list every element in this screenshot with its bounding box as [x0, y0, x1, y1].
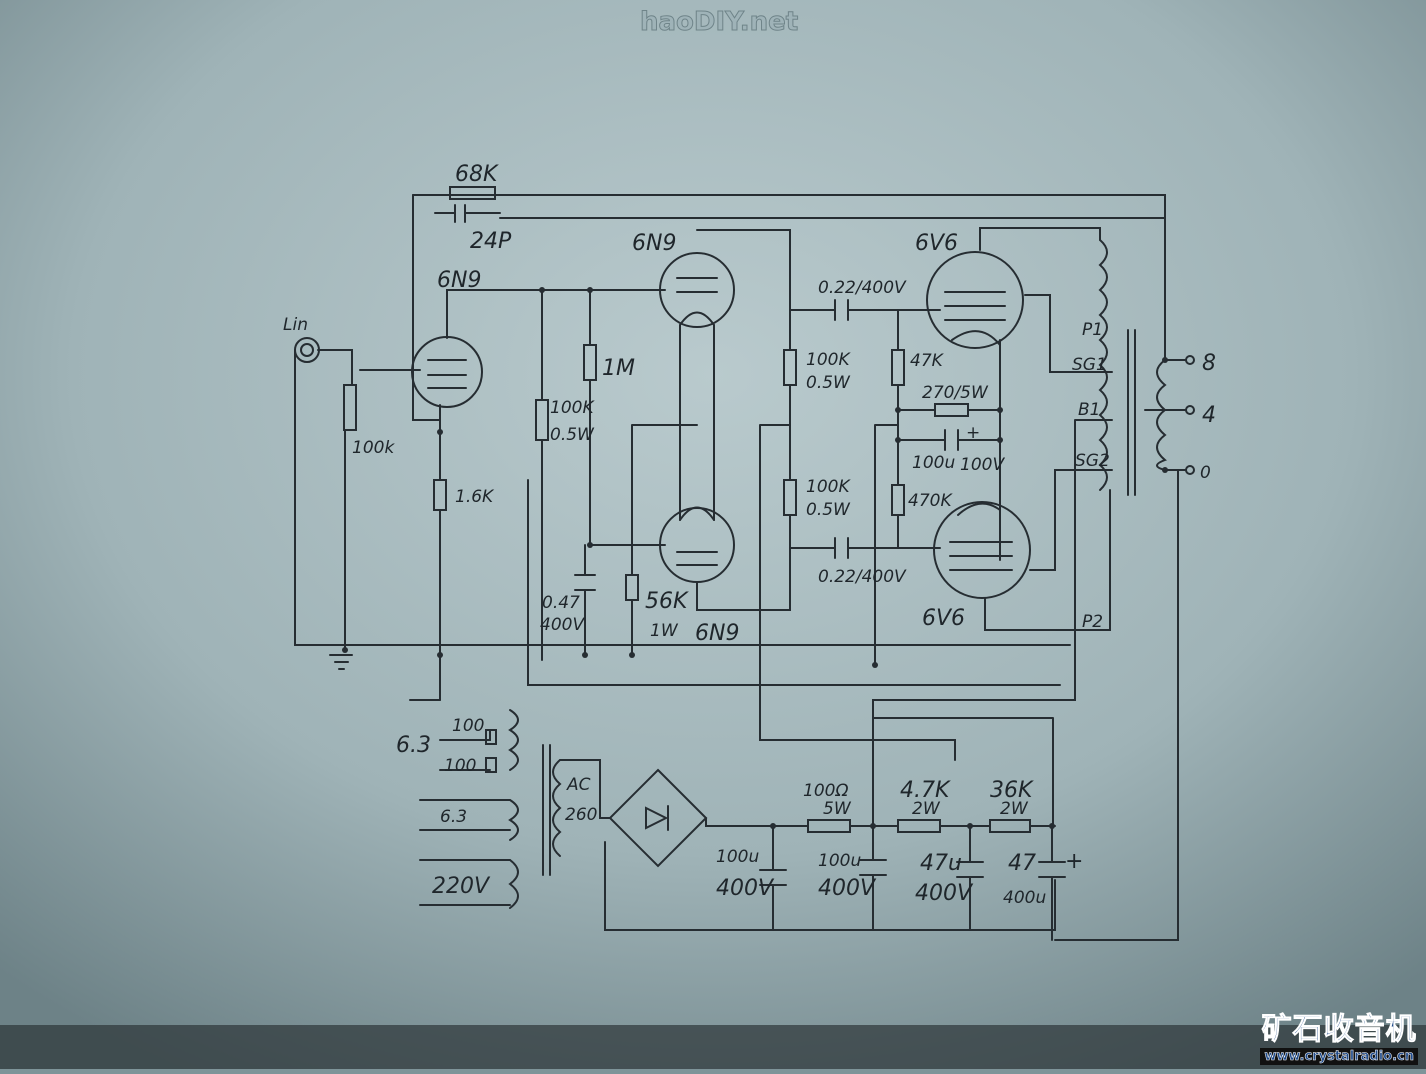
label-047: 0.47: [542, 593, 580, 613]
label-v2-type: 6N9: [632, 231, 676, 256]
label-heater1: 6.3: [396, 733, 431, 758]
output-transformer: [1098, 239, 1195, 496]
label-c4-v: 400u: [1003, 888, 1046, 908]
label-220v: 220V: [432, 874, 491, 899]
label-100k-left-w: 0.5W: [550, 425, 595, 445]
label-tap-8: 8: [1202, 351, 1216, 376]
label-022-top: 0.22/400V: [818, 278, 907, 298]
capacitors: [434, 204, 959, 591]
label-100k-bot-w: 0.5W: [806, 500, 851, 520]
label-56k: 56K: [645, 589, 689, 614]
label-260: 260: [565, 805, 597, 825]
input-jack: [294, 337, 320, 363]
label-1m: 1M: [602, 356, 635, 381]
tube-v2: [659, 252, 735, 328]
label-plus-cathode: +: [966, 423, 980, 443]
tube-6v6-bottom: [933, 501, 1031, 599]
label-pot: 100k: [352, 438, 395, 458]
label-r1-w: 5W: [823, 799, 852, 819]
label-v1-type: 6N9: [437, 268, 481, 293]
wires: [294, 194, 1186, 941]
label-heater-r2: 100: [444, 756, 476, 776]
watermark-haodiy: haoDIY.net: [640, 7, 798, 37]
label-p1: P1: [1082, 320, 1103, 340]
label-heater2: 6.3: [440, 807, 467, 827]
label-c3-v: 400V: [915, 881, 974, 906]
label-022-bot: 0.22/400V: [818, 567, 907, 587]
label-56k-w: 1W: [650, 621, 679, 641]
label-heater-r1: 100: [452, 716, 484, 736]
label-r1: 100Ω: [803, 781, 848, 801]
label-ac: AC: [566, 775, 591, 795]
label-68k: 68K: [455, 162, 499, 187]
label-470k: 470K: [908, 491, 953, 511]
tube-6v6-top: [926, 251, 1024, 349]
label-100v: 100V: [960, 455, 1005, 475]
label-6v6-bot: 6V6: [922, 606, 965, 631]
label-100k-left: 100K: [550, 398, 595, 418]
vacuum-tubes: [411, 251, 1031, 599]
label-100k-top-w: 0.5W: [806, 373, 851, 393]
label-b1: B1: [1078, 400, 1100, 420]
label-1-6k: 1.6K: [455, 487, 495, 507]
label-24p: 24P: [470, 229, 512, 254]
label-6v6-top: 6V6: [915, 231, 958, 256]
label-lin: Lin: [283, 315, 308, 335]
label-sg1: SG1: [1072, 355, 1107, 375]
label-r2: 4.7K: [900, 778, 951, 803]
resistors: [343, 186, 1031, 833]
crystalradio-logo: 矿石收音机 www.crystalradio.cn: [1260, 1004, 1418, 1065]
label-047-v: 400V: [540, 615, 585, 635]
tube-v1: [411, 336, 483, 408]
label-47k: 47K: [910, 351, 945, 371]
label-r2-w: 2W: [912, 799, 941, 819]
label-c1: 100u: [716, 847, 759, 867]
label-tap-4: 4: [1202, 403, 1216, 428]
logo-url: www.crystalradio.cn: [1260, 1048, 1418, 1065]
label-r3: 36K: [990, 778, 1034, 803]
label-tap-0: 0: [1200, 463, 1211, 483]
label-r3-w: 2W: [1000, 799, 1029, 819]
logo-title: 矿石收音机: [1261, 1012, 1417, 1048]
label-plus-psu: +: [1065, 849, 1083, 874]
label-c2: 100u: [818, 851, 861, 871]
table-edge: [0, 1025, 1426, 1069]
label-100k-top: 100K: [806, 350, 851, 370]
label-p2: P2: [1082, 612, 1103, 632]
label-c1-v: 400V: [716, 876, 775, 901]
label-c2-v: 400V: [818, 876, 877, 901]
label-v3-type: 6N9: [695, 621, 739, 646]
bridge-rectifier: [608, 768, 708, 868]
label-c3: 47u: [920, 851, 962, 876]
label-100u: 100u: [912, 453, 955, 473]
label-sg2: SG2: [1075, 451, 1110, 471]
label-270-5w: 270/5W: [922, 383, 989, 403]
power-transformer: [508, 709, 562, 909]
label-c4: 47: [1008, 851, 1036, 876]
label-100k-bot: 100K: [806, 477, 851, 497]
